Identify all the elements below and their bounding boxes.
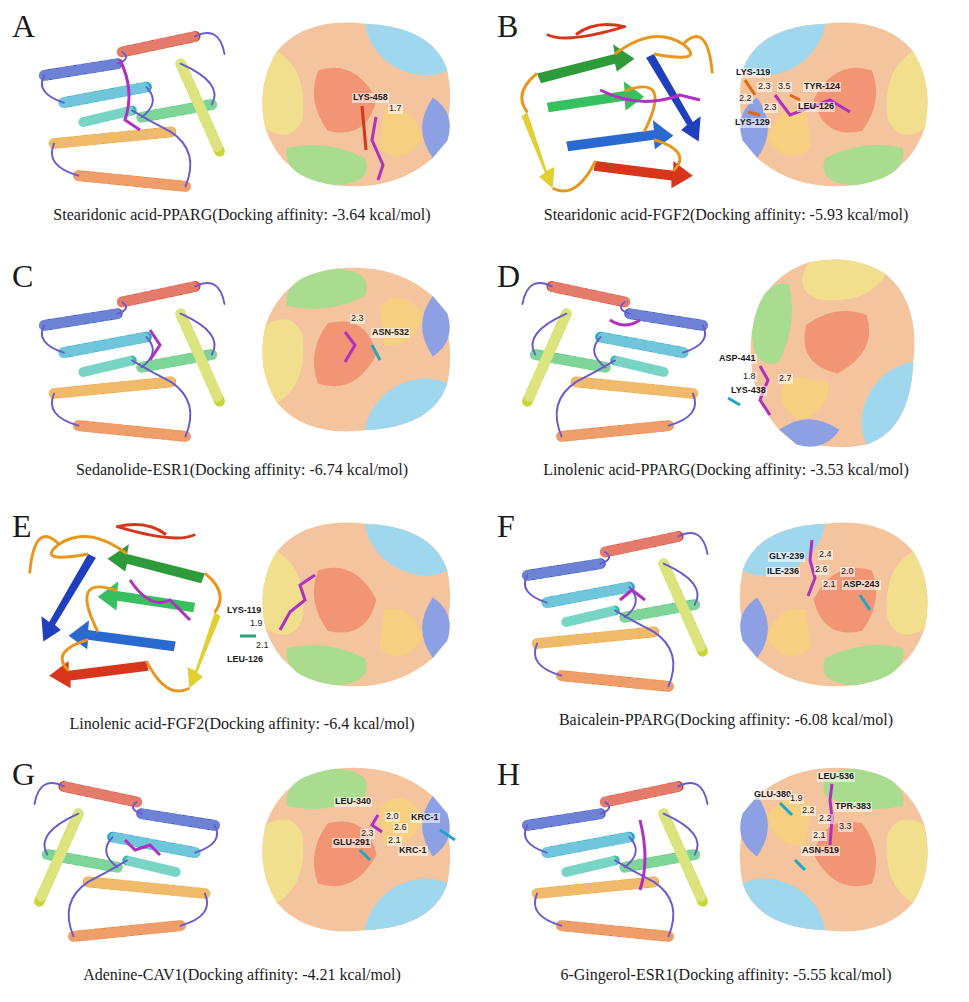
- distance-label: 2.3: [763, 103, 778, 113]
- residue-label: LEU-126: [226, 655, 264, 665]
- panel-letter: A: [12, 10, 35, 42]
- distance-label: 2.0: [385, 812, 400, 822]
- residue-label: LYS-458: [352, 93, 389, 103]
- panel-letter: H: [497, 758, 520, 790]
- distance-label: 2.4: [818, 550, 833, 560]
- caption: Linolenic acid-PPARG(Docking affinity: -…: [486, 460, 966, 479]
- residue-label: KRC-1: [410, 813, 440, 823]
- distance-label: 2.1: [255, 641, 270, 651]
- residue-label: ASP-441: [718, 354, 757, 364]
- residue-label: LEU-126: [797, 102, 835, 112]
- caption: Stearidonic acid-FGF2(Docking affinity: …: [486, 205, 966, 224]
- residue-label: LYS-129: [734, 118, 771, 128]
- distance-label: 2.1: [387, 836, 402, 846]
- residue-label: TPR-383: [834, 802, 872, 812]
- caption: Linolenic acid-FGF2(Docking affinity: -6…: [2, 714, 482, 733]
- residue-label: GLU-291: [332, 838, 371, 848]
- distance-label: 1.7: [388, 104, 403, 114]
- panel-letter: F: [497, 510, 515, 542]
- residue-label: KRC-1: [398, 846, 428, 856]
- distance-label: 3.3: [838, 822, 853, 832]
- residue-label: LYS-438: [730, 386, 767, 396]
- residue-label: TYR-124: [803, 82, 841, 92]
- distance-label: 1.9: [249, 619, 264, 629]
- residue-label: ASN-532: [371, 328, 410, 338]
- distance-label: 2.7: [778, 374, 793, 384]
- residue-label: LYS-119: [226, 606, 262, 616]
- distance-label: 2.2: [738, 94, 753, 104]
- distance-label: 2.0: [840, 567, 855, 577]
- residue-label: ASP-243: [842, 580, 881, 590]
- caption: 6-Gingerol-ESR1(Docking affinity: -5.55 …: [486, 965, 966, 984]
- panel-letter: G: [12, 758, 35, 790]
- panel-letter: D: [497, 260, 520, 292]
- residue-label: ASN-519: [801, 846, 840, 856]
- caption: Adenine-CAV1(Docking affinity: -4.21 kca…: [2, 965, 482, 984]
- distance-label: 3.5: [777, 82, 792, 92]
- distance-label: 2.6: [393, 823, 408, 833]
- caption: Baicalein-PPARG(Docking affinity: -6.08 …: [486, 710, 966, 729]
- distance-label: 2.1: [822, 580, 837, 590]
- residue-label: ILE-236: [766, 567, 800, 577]
- residue-label: LEU-536: [817, 772, 855, 782]
- residue-label: GLY-239: [768, 552, 805, 562]
- distance-label: 1.8: [742, 372, 757, 382]
- caption: Sedanolide-ESR1(Docking affinity: -6.74 …: [2, 460, 482, 479]
- distance-label: 2.3: [350, 314, 365, 324]
- distance-label: 2.1: [812, 831, 827, 841]
- residue-label: LEU-340: [334, 797, 372, 807]
- distance-label: 1.9: [789, 794, 804, 804]
- panel-letter: E: [12, 510, 32, 542]
- distance-label: 2.3: [757, 82, 772, 92]
- distance-label: 2.6: [814, 565, 829, 575]
- residue-label: LYS-119: [735, 68, 771, 78]
- distance-label: 2.2: [818, 814, 833, 824]
- panel-letter: C: [12, 260, 33, 292]
- residue-label: GLU-380: [753, 790, 792, 800]
- caption: Stearidonic acid-PPARG(Docking affinity:…: [2, 205, 482, 224]
- distance-label: 2.2: [801, 806, 816, 816]
- panel-letter: B: [497, 10, 518, 42]
